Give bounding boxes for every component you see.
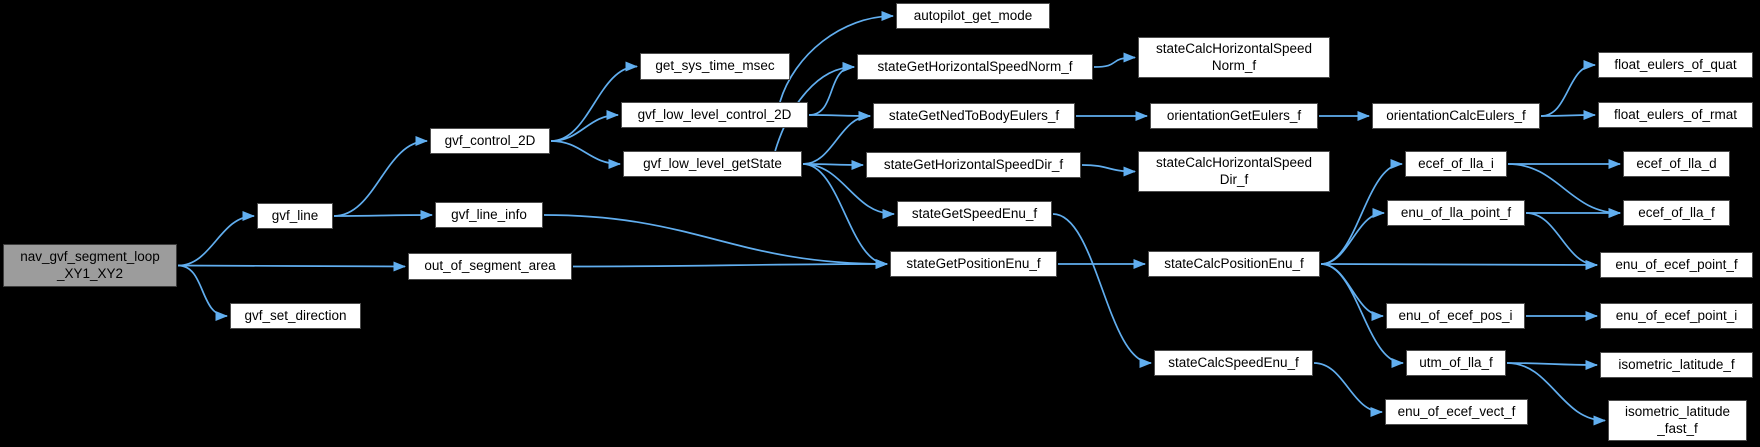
edge-gvf_line_info-to-stateGetPositionEnu_f <box>543 214 889 269</box>
graph-node-orientationCalcEulers_f[interactable]: orientationCalcEulers_f <box>1372 103 1540 129</box>
graph-node-gvf_line[interactable]: gvf_line <box>257 203 333 229</box>
graph-node-ecef_of_lla_f[interactable]: ecef_of_lla_f <box>1623 200 1730 226</box>
graph-node-enu_of_lla_point_f[interactable]: enu_of_lla_point_f <box>1387 200 1525 226</box>
graph-node-stateGetPositionEnu_f[interactable]: stateGetPositionEnu_f <box>890 251 1057 277</box>
graph-node-orientationGetEulers_f[interactable]: orientationGetEulers_f <box>1150 103 1318 129</box>
edge-gvf_line-to-gvf_line_info <box>333 210 434 221</box>
graph-node-stateCalcHorizontalSpeedDir_f[interactable]: stateCalcHorizontalSpeed Dir_f <box>1138 151 1330 192</box>
edge-gvf_low_level_getState-to-stateGetNedToBodyEulers_f <box>802 111 871 165</box>
edge-gvf_control_2D-to-get_sys_time_msec <box>550 61 638 142</box>
edge-stateGetSpeedEnu_f-to-stateCalcSpeedEnu_f <box>1052 213 1152 368</box>
edge-gvf_low_level_getState-to-stateGetHorizontalSpeedNorm_f <box>774 62 855 152</box>
edge-out_of_segment_area-to-stateGetPositionEnu_f <box>572 259 889 270</box>
graph-node-stateCalcPositionEnu_f[interactable]: stateCalcPositionEnu_f <box>1148 251 1320 277</box>
edge-ecef_of_lla_i-to-ecef_of_lla_f <box>1507 163 1621 218</box>
edge-nav_gvf_segment_loop-to-gvf_set_direction <box>177 264 228 321</box>
edge-gvf_low_level_control_2D-to-autopilot_get_mode <box>779 11 894 103</box>
graph-node-gvf_control_2D[interactable]: gvf_control_2D <box>430 128 550 154</box>
edge-nav_gvf_segment_loop-to-gvf_line <box>177 211 255 267</box>
edge-gvf_control_2D-to-gvf_low_level_getState <box>550 140 621 169</box>
graph-node-stateCalcHorizontalSpeedNorm_f[interactable]: stateCalcHorizontalSpeed Norm_f <box>1138 37 1330 78</box>
graph-node-enu_of_ecef_point_f[interactable]: enu_of_ecef_point_f <box>1600 252 1753 278</box>
graph-node-get_sys_time_msec[interactable]: get_sys_time_msec <box>640 53 790 80</box>
edge-enu_of_lla_point_f-to-enu_of_ecef_point_f <box>1525 212 1598 270</box>
edge-gvf_line-to-gvf_control_2D <box>333 136 428 217</box>
edge-stateCalcPositionEnu_f-to-utm_of_lla_f <box>1320 263 1404 368</box>
graph-node-stateGetHorizontalSpeedNorm_f[interactable]: stateGetHorizontalSpeedNorm_f <box>857 54 1093 80</box>
edge-stateGetHorizontalSpeedNorm_f-to-stateCalcHorizontalSpeedNorm_f <box>1093 52 1137 68</box>
graph-node-stateCalcSpeedEnu_f[interactable]: stateCalcSpeedEnu_f <box>1154 350 1313 376</box>
graph-node-gvf_low_level_control_2D[interactable]: gvf_low_level_control_2D <box>621 102 808 128</box>
edge-gvf_control_2D-to-gvf_low_level_control_2D <box>550 110 619 142</box>
graph-node-float_eulers_of_rmat[interactable]: float_eulers_of_rmat <box>1598 102 1753 128</box>
graph-node-gvf_low_level_getState[interactable]: gvf_low_level_getState <box>623 151 802 177</box>
edge-stateCalcPositionEnu_f-to-enu_of_ecef_pos_i <box>1320 263 1384 321</box>
edge-utm_of_lla_f-to-isometric_latitude_f <box>1506 359 1599 370</box>
graph-node-enu_of_ecef_point_i[interactable]: enu_of_ecef_point_i <box>1600 303 1753 329</box>
graph-node-stateGetSpeedEnu_f[interactable]: stateGetSpeedEnu_f <box>897 201 1052 227</box>
edge-orientationCalcEulers_f-to-float_eulers_of_rmat <box>1540 110 1597 121</box>
graph-node-autopilot_get_mode[interactable]: autopilot_get_mode <box>896 3 1050 29</box>
graph-node-enu_of_ecef_pos_i[interactable]: enu_of_ecef_pos_i <box>1386 303 1525 329</box>
graph-node-stateGetHorizontalSpeedDir_f[interactable]: stateGetHorizontalSpeedDir_f <box>866 152 1081 178</box>
graph-node-ecef_of_lla_d[interactable]: ecef_of_lla_d <box>1623 151 1730 177</box>
graph-node-utm_of_lla_f[interactable]: utm_of_lla_f <box>1406 350 1506 376</box>
edge-stateCalcPositionEnu_f-to-enu_of_ecef_point_f <box>1320 259 1599 270</box>
edge-stateCalcPositionEnu_f-to-enu_of_lla_point_f <box>1320 208 1385 265</box>
graph-node-enu_of_ecef_vect_f[interactable]: enu_of_ecef_vect_f <box>1385 399 1528 425</box>
edge-gvf_low_level_getState-to-stateGetPositionEnu_f <box>802 163 888 269</box>
edge-gvf_low_level_control_2D-to-stateGetHorizontalSpeedNorm_f <box>808 62 855 116</box>
graph-node-stateGetNedToBodyEulers_f[interactable]: stateGetNedToBodyEulers_f <box>873 103 1075 129</box>
edge-gvf_low_level_control_2D-to-stateGetNedToBodyEulers_f <box>808 110 872 121</box>
graph-node-gvf_set_direction[interactable]: gvf_set_direction <box>230 303 361 329</box>
edge-stateCalcSpeedEnu_f-to-enu_of_ecef_vect_f <box>1313 362 1383 417</box>
graph-node-float_eulers_of_quat[interactable]: float_eulers_of_quat <box>1598 52 1753 78</box>
graph-node-ecef_of_lla_i[interactable]: ecef_of_lla_i <box>1405 151 1507 177</box>
graph-node-gvf_line_info[interactable]: gvf_line_info <box>435 202 543 228</box>
graph-node-out_of_segment_area[interactable]: out_of_segment_area <box>408 253 572 280</box>
edge-orientationCalcEulers_f-to-float_eulers_of_quat <box>1540 60 1596 117</box>
edge-gvf_low_level_getState-to-stateGetSpeedEnu_f <box>802 163 895 219</box>
edge-stateGetHorizontalSpeedDir_f-to-stateCalcHorizontalSpeedDir_f <box>1081 164 1137 177</box>
graph-node-isometric_latitude_f[interactable]: isometric_latitude_f <box>1600 352 1753 378</box>
graph-node-nav_gvf_segment_loop[interactable]: nav_gvf_segment_loop _XY1_XY2 <box>3 244 177 287</box>
edge-utm_of_lla_f-to-isometric_latitude_fast_f <box>1506 362 1606 426</box>
graph-node-isometric_latitude_fast_f[interactable]: isometric_latitude _fast_f <box>1608 400 1747 441</box>
edge-nav_gvf_segment_loop-to-out_of_segment_area <box>177 261 407 272</box>
